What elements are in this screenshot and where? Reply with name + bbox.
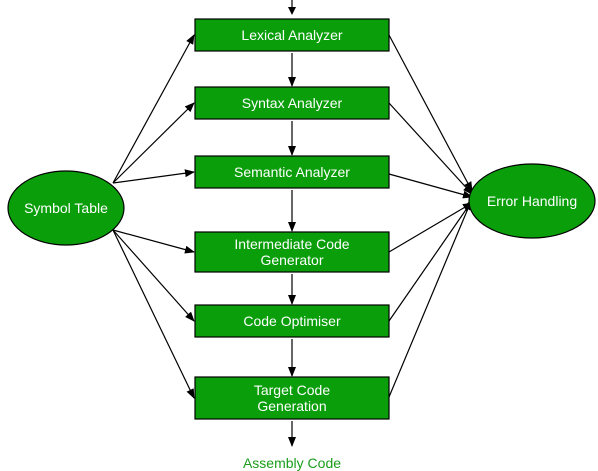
error-handling-label: Error Handling: [487, 193, 577, 209]
error-handling-node: Error Handling: [468, 163, 596, 239]
phase-label-syntax: Syntax Analyzer: [242, 95, 343, 111]
phase-box-intermediate: [194, 231, 390, 273]
output-label: Assembly Code: [243, 455, 341, 471]
symbol-table-edge-intermediate: [112, 229, 195, 254]
phase-label-intermediate-line-2: Generator: [260, 252, 323, 268]
phase-node-semantic: Semantic Analyzer: [194, 155, 390, 189]
phase-label-target-line-2: Generation: [257, 398, 326, 414]
symbol-table-edge-semantic: [112, 169, 195, 184]
phase-node-lexical: Lexical Analyzer: [194, 18, 390, 52]
phase-label-target-line-1: Target Code: [254, 382, 330, 398]
symbol-table-edge-lexical: [112, 34, 195, 184]
phase-label-optimiser: Code Optimiser: [243, 313, 341, 329]
phase-label-lexical: Lexical Analyzer: [241, 27, 343, 43]
error-edge-semantic: [388, 173, 473, 199]
labels-layer: Assembly Code: [243, 455, 341, 471]
phase-node-syntax: Syntax Analyzer: [194, 86, 390, 120]
error-edge-target: [388, 198, 473, 398]
symbol-table-node: Symbol Table: [7, 170, 125, 246]
error-edge-optimiser: [388, 200, 473, 322]
phase-box-target: [194, 376, 390, 420]
phase-box-lexical: [194, 18, 390, 52]
edges-layer: [112, 0, 473, 447]
symbol-table-label: Symbol Table: [24, 200, 108, 216]
symbol-table-edge-target: [112, 229, 195, 399]
phase-label-intermediate-line-1: Intermediate Code: [234, 236, 349, 252]
phase-box-optimiser: [194, 304, 390, 338]
error-edge-lexical: [388, 34, 473, 192]
phase-box-semantic: [194, 155, 390, 189]
symbol-table-edge-syntax: [112, 102, 195, 184]
symbol-table-edge-optimiser: [112, 229, 195, 322]
phase-node-optimiser: Code Optimiser: [194, 304, 390, 338]
symbol-table-ellipse: [7, 170, 125, 246]
error-edge-intermediate: [388, 202, 473, 253]
input-arrowhead: [288, 7, 296, 15]
error-edge-syntax: [388, 102, 473, 195]
error-handling-ellipse: [468, 163, 596, 239]
phase-label-semantic: Semantic Analyzer: [234, 164, 350, 180]
phase-box-syntax: [194, 86, 390, 120]
